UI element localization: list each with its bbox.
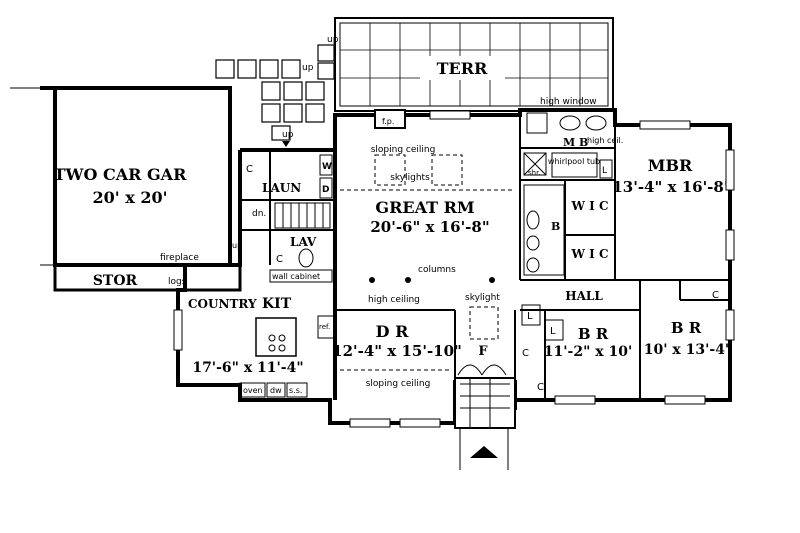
down-stairs-label: dn. (252, 209, 266, 219)
fireplace-box (374, 109, 406, 129)
washer-label: W (322, 162, 332, 172)
column-icon (489, 277, 495, 283)
kitchen-island (255, 317, 297, 357)
bedroom-2-label: B R (671, 319, 702, 337)
sloping-ceiling-bottom: sloping ceiling (366, 379, 431, 389)
closet-label-laun: C (246, 164, 253, 175)
bath-b-label: B (551, 220, 560, 233)
master-bedroom-size: 13'-4" x 16'-8" (612, 178, 731, 196)
interior-walls (239, 115, 730, 400)
closet-label-lav: C (276, 254, 283, 265)
sloping-ceiling-top: sloping ceiling (371, 145, 436, 155)
kitchen-label: KIT (262, 296, 292, 312)
windows (173, 110, 735, 428)
storage-box (53, 263, 242, 292)
storage-label: STOR (93, 273, 138, 289)
linen-label-hall: L (527, 311, 533, 322)
fireplace-fp-label: f.p. (382, 117, 394, 126)
stairs (274, 202, 331, 229)
oven-label: oven (243, 386, 263, 395)
logs-label: logs (168, 277, 187, 287)
terrace (334, 17, 614, 112)
wic-label-2: W I C (571, 247, 609, 261)
up-arrow-label-3: up (282, 130, 294, 140)
country-label: COUNTRY (188, 297, 257, 311)
lavatory-label: LAV (290, 235, 317, 249)
bedroom-1-size: 11'-2" x 10' (544, 344, 632, 360)
linen-label-br: L (550, 326, 556, 337)
dining-room-size: 12'-4" x 15'-10" (332, 342, 462, 360)
sink-label: s.s. (289, 386, 302, 395)
kitchen-size: 17'-6" x 11'-4" (192, 360, 303, 376)
dishwasher-label: dw (270, 386, 282, 395)
toilet-icon (298, 248, 314, 268)
terrace-label: TERR (437, 59, 488, 78)
whirlpool-label: whirlpool tub (548, 157, 600, 166)
high-ceiling-label: high ceiling (368, 295, 420, 305)
toilet-icon (526, 210, 540, 230)
high-ceil-label: high ceil. (587, 136, 623, 145)
foyer-label: F (478, 344, 488, 359)
fridge-label: ref. (319, 323, 330, 331)
column-icon (405, 277, 411, 283)
shower-label: shr. (528, 169, 541, 177)
cooktop-icon (268, 334, 286, 352)
columns-label: columns (418, 265, 456, 275)
skylight-label: skylight (465, 293, 500, 303)
closet-label-br2: C (712, 290, 719, 301)
high-window-label: high window (540, 97, 597, 107)
linen-label-mb: L (602, 166, 607, 176)
closet-label-entry: C (537, 382, 544, 393)
front-steps (454, 377, 516, 470)
master-bedroom-label: MBR (648, 156, 693, 175)
hall-label: HALL (565, 289, 603, 303)
master-bath-label: M B (563, 136, 588, 149)
garage-label: TWO CAR GAR (54, 165, 187, 184)
laundry-label: LAUN (262, 181, 301, 195)
column-icon (369, 277, 375, 283)
bedroom-2-size: 10' x 13'-4" (644, 342, 732, 358)
bedroom-1-label: B R (578, 325, 609, 343)
entry-door-icon[interactable] (457, 364, 507, 376)
dryer-label: D (322, 185, 329, 195)
down-arrow-icon (282, 141, 290, 147)
great-room-label: GREAT RM (375, 198, 474, 217)
wic-label-1: W I C (571, 199, 609, 213)
up-arrow-label-2: up (327, 35, 339, 45)
garage-size: 20' x 20' (92, 188, 167, 207)
up-arrow-label-1: up (302, 63, 314, 73)
closet-label-hall: C (522, 348, 529, 359)
up-arrow-label-4: up (232, 241, 242, 250)
wall-cabinet-label: wall cabinet (272, 272, 320, 281)
skylights-label: skylights (390, 173, 430, 183)
fireplace-label: fireplace (160, 253, 199, 263)
great-room-size: 20'-6" x 16'-8" (370, 218, 489, 236)
dining-room-label: D R (376, 322, 409, 341)
stepping-stones (215, 44, 335, 141)
